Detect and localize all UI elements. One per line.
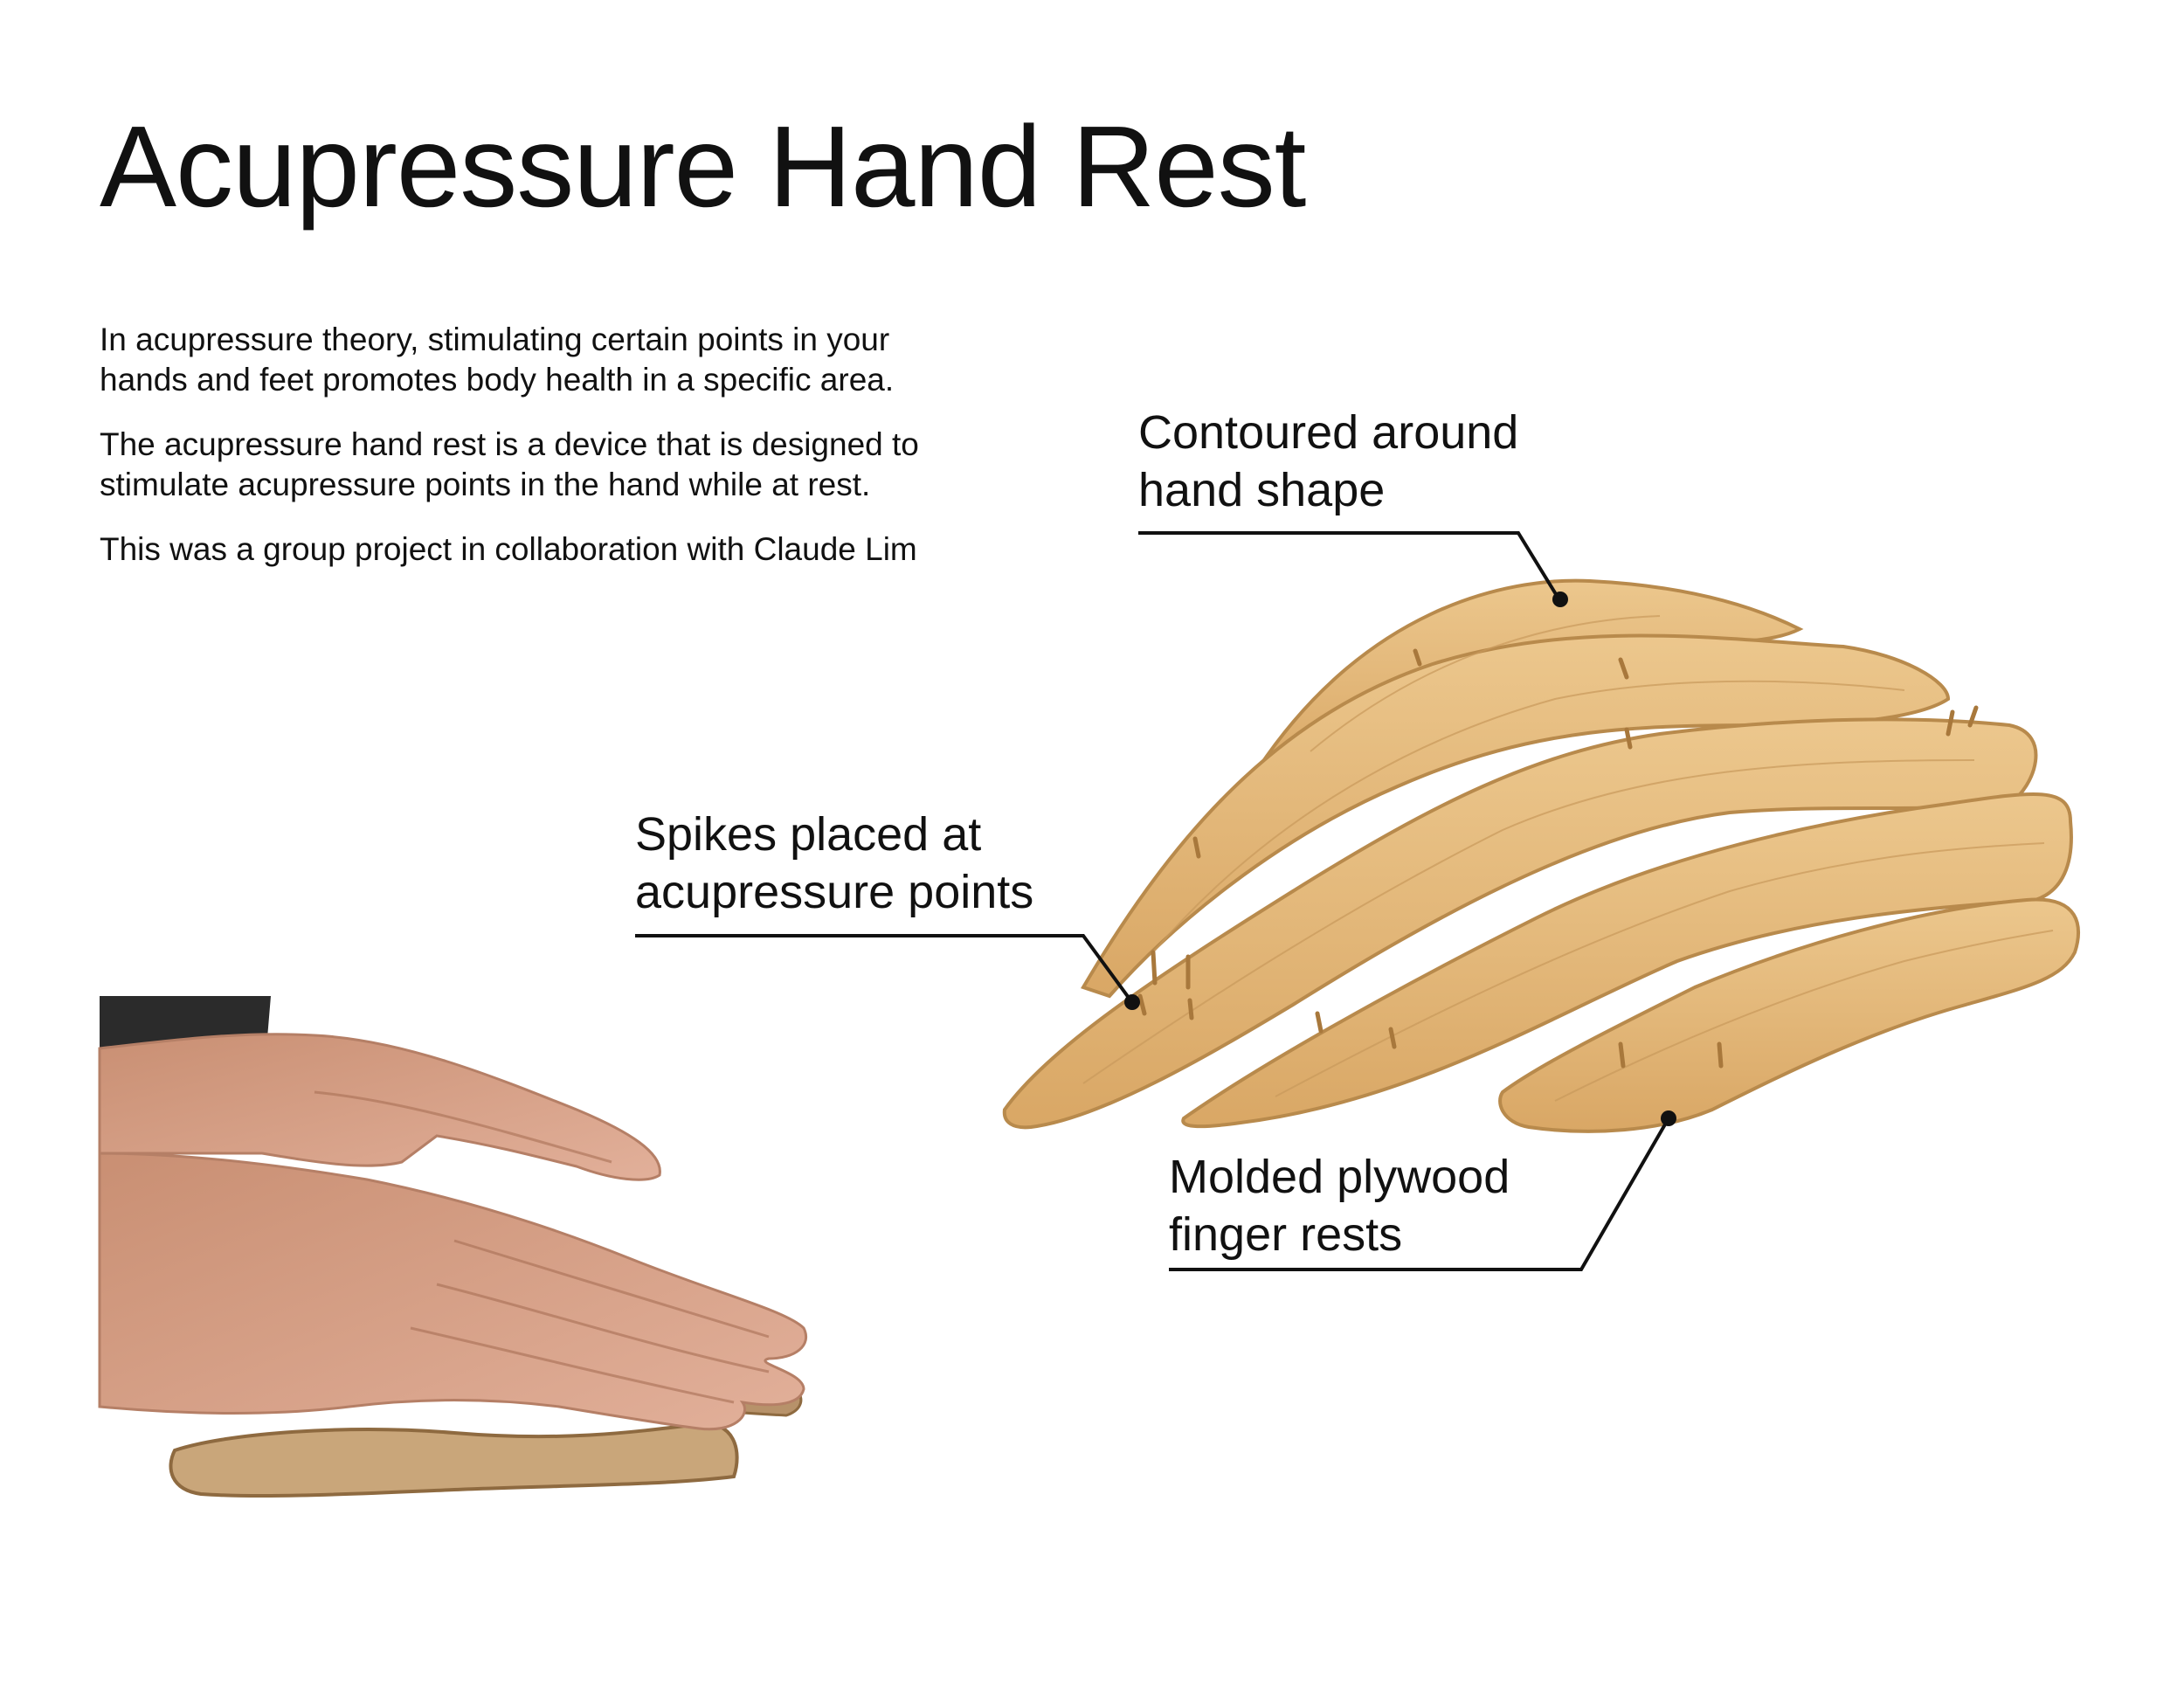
wood-grain	[1082, 615, 2054, 1102]
callout-molded: Molded plywood finger rests	[1169, 1148, 1510, 1263]
callout-molded-line1: Molded plywood	[1169, 1151, 1510, 1203]
leader-line-contoured	[1138, 531, 1560, 600]
leader-dots	[1124, 591, 1676, 1126]
callout-contoured-line1: Contoured around	[1138, 406, 1519, 459]
callout-contoured: Contoured around hand shape	[1138, 404, 1518, 519]
finger-rest-5	[1498, 897, 2081, 1133]
leader-line-spikes	[635, 934, 1133, 1003]
callout-spikes-line2: acupressure points	[635, 866, 1034, 918]
hand-rest-product-image	[1002, 578, 2081, 1133]
finger-rest-4	[1181, 792, 2073, 1129]
callout-spikes: Spikes placed at acupressure points	[635, 806, 1033, 921]
paragraph-device: The acupressure hand rest is a device th…	[100, 426, 919, 502]
paragraph-theory: In acupressure theory, stimulating certa…	[100, 322, 895, 398]
callout-spikes-line1: Spikes placed at	[635, 808, 982, 861]
page-title: Acupressure Hand Rest	[100, 102, 1306, 231]
leader-line-molded	[1169, 1117, 1670, 1271]
front-hand	[98, 1152, 807, 1431]
paragraph-collaboration: This was a group project in collaboratio…	[100, 531, 917, 567]
finger-rest-2	[1081, 633, 1951, 999]
callout-molded-line2: finger rests	[1169, 1208, 1403, 1261]
acupressure-spikes	[1137, 648, 1979, 1069]
leader-lines	[635, 531, 1670, 1271]
description: In acupressure theory, stimulating certa…	[100, 320, 956, 594]
back-hand	[98, 1033, 661, 1181]
hand-on-rest-image	[98, 996, 807, 1498]
hand-rest-under-hand	[169, 1422, 739, 1498]
callout-contoured-line2: hand shape	[1138, 464, 1386, 516]
